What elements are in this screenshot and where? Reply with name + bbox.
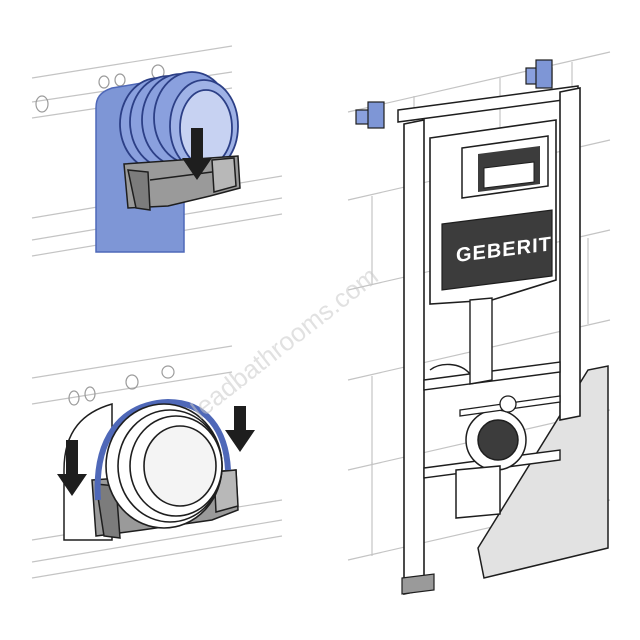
arrow-down-icon (182, 128, 212, 180)
support-rods (459, 395, 561, 417)
wall-anchor-left (355, 101, 385, 129)
flush-pipe (469, 297, 493, 385)
mounting-bracket (123, 155, 241, 211)
arrow-down-icon (225, 406, 255, 452)
blue-clip-ring (94, 398, 231, 501)
waste-pipe-bend (455, 409, 527, 519)
fitted-seal (105, 403, 223, 529)
rail-holes-2 (68, 365, 175, 406)
side-tube (429, 363, 471, 375)
frame-foot (401, 573, 435, 595)
cistern-front-panel (441, 209, 553, 291)
wall-anchor-right (525, 59, 553, 89)
panel-seal-fitted (31, 345, 283, 579)
panel-frame-installed: GEBERIT (347, 51, 611, 595)
arrow-down-icon (57, 440, 87, 496)
watermark-text: leadbathrooms.com (185, 261, 383, 425)
frame-left-upright (403, 119, 425, 595)
panel-seal-on (31, 45, 283, 257)
flush-opening (461, 135, 549, 199)
frame-right-upright (559, 87, 581, 421)
frame-top-rail (397, 85, 579, 123)
